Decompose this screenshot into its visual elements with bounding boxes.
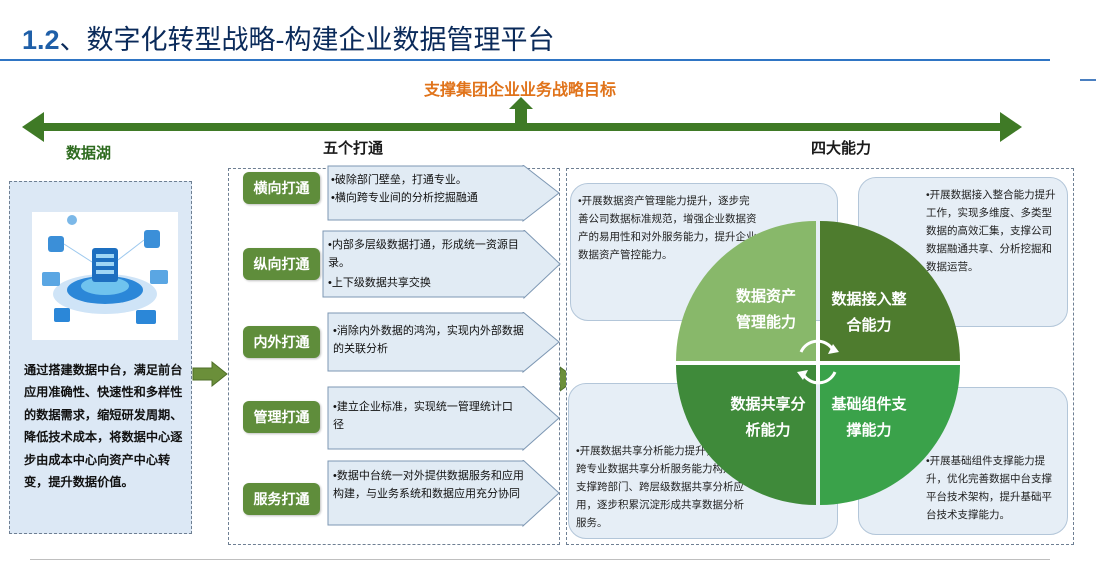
card-base-components-text: •开展基础组件支撑能力提升，优化完善数据中台支撑平台技术架构，提升基础平台技术支… (926, 455, 1052, 521)
title-text: 数字化转型战略-构建企业数据管理平台 (86, 25, 555, 55)
page-title: 1.2、数字化转型战略-构建企业数据管理平台 (22, 18, 555, 57)
double-headed-arrow (22, 112, 1022, 142)
strategic-goal: 支撑集团企业业务战略目标 (423, 82, 616, 99)
petal-asset-label-line-2: 管理能力 (735, 314, 796, 331)
tag-internal-external-connection: 内外打通 (243, 326, 320, 358)
petal-components-label-line-1: 基础组件支 (831, 396, 907, 413)
title-number: 1.2 (22, 25, 60, 55)
petal-data-sharing (676, 365, 816, 505)
data-platform-illustration (32, 212, 178, 340)
card-data-integration-text: •开展数据接入整合能力提升工作，实现多维度、多类型数据的高效汇集，支撑公司数据融… (926, 189, 1056, 273)
tag-management-connection: 管理打通 (243, 401, 320, 433)
petal-sharing-label-line-2: 析能力 (745, 422, 791, 439)
petal-integration-label-line-2: 合能力 (846, 317, 892, 334)
connection-2-bullet-2: •上下级数据共享交换 (328, 277, 431, 289)
petal-asset-management-label: 数据资产 管理能力 (711, 284, 821, 336)
petal-data-integration-label: 数据接入整 合能力 (814, 287, 924, 339)
petal-integration-label-line-1: 数据接入整 (831, 291, 907, 308)
title-separator: 、 (59, 25, 87, 55)
label-five-connections: 五个打通 (323, 140, 384, 157)
left-to-middle-arrow (192, 360, 228, 388)
cycle-arrows-icon (797, 339, 839, 385)
connection-3-text: •消除内外数据的鸿沟，实现内外部数据的关联分析 (333, 325, 524, 355)
connection-5-text: •数据中台统一对外提供数据服务和应用构建，与业务系统和数据应用充分协同 (333, 470, 524, 500)
tag-horizontal-connection: 横向打通 (243, 172, 320, 204)
petal-asset-label-line-1: 数据资产 (735, 288, 796, 305)
up-arrow (509, 97, 533, 126)
capability-circle (676, 221, 960, 505)
connection-2-bullet-1: •内部多层级数据打通，形成统一资源目录。 (328, 239, 519, 269)
petal-base-components-label: 基础组件支 撑能力 (814, 392, 924, 444)
label-data-lake: 数据湖 (66, 145, 112, 162)
connection-2-arrow-shape (322, 230, 561, 300)
corner-dash (1080, 79, 1096, 81)
bottom-divider (30, 559, 1050, 560)
petal-data-sharing-label: 数据共享分 析能力 (713, 392, 823, 444)
connection-1-arrow-shape (327, 165, 560, 223)
label-four-capabilities: 四大能力 (811, 140, 872, 157)
connection-2-text: •内部多层级数据打通，形成统一资源目录。 •上下级数据共享交换 (328, 236, 538, 292)
tag-vertical-connection: 纵向打通 (243, 248, 320, 280)
title-underline (0, 59, 1050, 61)
card-asset-management-text: •开展数据资产管理能力提升，逐步完善公司数据标准规范，增强企业数据资产的易用性和… (578, 195, 757, 261)
connection-3-arrow-shape (327, 312, 560, 374)
connection-4-text: •建立企业标准，实现统一管理统计口径 (333, 401, 513, 431)
petal-components-label-line-2: 撑能力 (846, 422, 892, 439)
connection-1-bullet-2: •横向跨专业间的分析挖掘融通 (331, 192, 478, 204)
tag-service-connection: 服务打通 (243, 483, 320, 515)
connection-5-arrow-shape (327, 460, 560, 528)
platform-illustration-icon (42, 215, 168, 324)
petal-asset-management (676, 221, 816, 361)
connection-1-text: •破除部门壁垒，打通专业。 •横向跨专业间的分析挖掘融通 (331, 171, 531, 207)
connection-4-arrow-shape (327, 386, 560, 452)
petal-sharing-label-line-1: 数据共享分 (730, 396, 806, 413)
card-data-sharing-text: •开展数据共享分析能力提升，实现跨专业数据共享分析服务能力构建，支撑跨部门、跨层… (576, 445, 744, 529)
petal-base-components (820, 365, 960, 505)
connection-1-bullet-1: •破除部门壁垒，打通专业。 (331, 174, 467, 186)
petal-data-integration (820, 221, 960, 361)
data-lake-description: 通过搭建数据中台，满足前台应用准确性、快速性和多样性的数据需求，缩短研发周期、降… (24, 363, 183, 490)
